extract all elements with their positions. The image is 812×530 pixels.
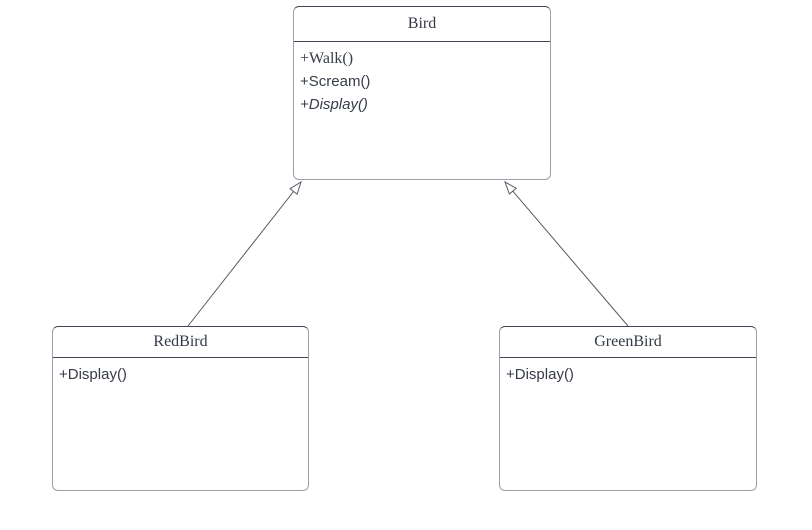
method-bird-display: +Display() bbox=[300, 96, 368, 113]
class-methods-bird: +Walk() +Scream() +Display() bbox=[294, 42, 550, 121]
method-redbird-display: +Display() bbox=[59, 366, 127, 383]
class-methods-redbird: +Display() bbox=[53, 358, 308, 391]
class-box-redbird[interactable]: RedBird +Display() bbox=[52, 326, 309, 491]
class-title-greenbird: GreenBird bbox=[500, 327, 756, 358]
generalization-arrow-redbird-to-bird[interactable] bbox=[187, 182, 301, 327]
class-methods-greenbird: +Display() bbox=[500, 358, 756, 391]
class-box-bird[interactable]: Bird +Walk() +Scream() +Display() bbox=[293, 6, 551, 180]
method-bird-scream: +Scream() bbox=[300, 73, 371, 90]
class-title-bird: Bird bbox=[294, 7, 550, 42]
generalization-arrow-greenbird-to-bird[interactable] bbox=[505, 182, 629, 327]
method-greenbird-display: +Display() bbox=[506, 366, 574, 383]
method-bird-walk: +Walk() bbox=[300, 50, 354, 67]
class-box-greenbird[interactable]: GreenBird +Display() bbox=[499, 326, 757, 491]
class-title-redbird: RedBird bbox=[53, 327, 308, 358]
